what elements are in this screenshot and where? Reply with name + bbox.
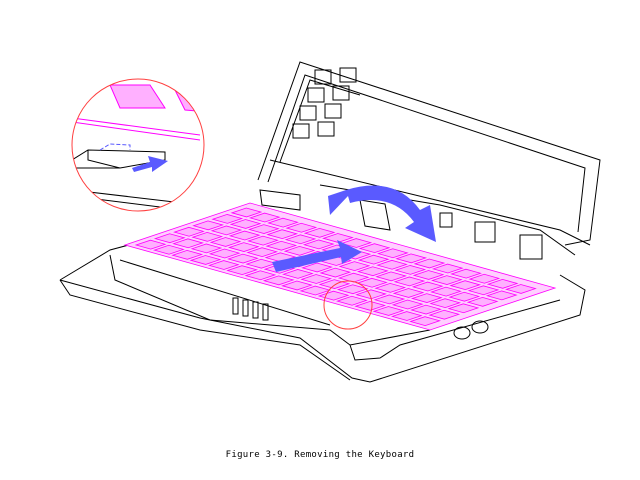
key xyxy=(173,226,205,237)
key xyxy=(227,242,260,252)
key xyxy=(448,291,481,302)
key xyxy=(449,280,482,291)
key xyxy=(410,304,442,315)
key xyxy=(248,212,281,223)
key xyxy=(244,270,277,281)
key xyxy=(209,237,242,247)
key xyxy=(228,230,261,241)
key xyxy=(393,276,426,287)
key xyxy=(374,282,407,293)
key xyxy=(210,225,243,236)
vent-slots xyxy=(232,297,269,321)
key xyxy=(229,219,262,229)
key xyxy=(376,259,408,270)
key xyxy=(171,249,204,260)
inset-arrow-icon xyxy=(132,156,168,172)
key xyxy=(262,275,295,286)
key xyxy=(282,269,314,279)
key xyxy=(431,263,464,274)
key xyxy=(430,286,462,297)
key xyxy=(207,260,240,270)
key xyxy=(358,243,391,254)
key xyxy=(322,233,354,243)
key xyxy=(189,255,222,265)
key xyxy=(357,254,390,265)
key xyxy=(190,243,223,254)
key xyxy=(211,214,244,224)
key xyxy=(411,281,444,292)
key xyxy=(191,231,224,242)
key xyxy=(486,278,519,289)
key xyxy=(265,240,298,251)
key xyxy=(247,235,279,246)
detail-inset xyxy=(71,78,205,212)
key xyxy=(505,284,537,294)
key xyxy=(299,285,332,296)
key xyxy=(281,280,313,291)
key xyxy=(412,270,445,280)
key xyxy=(394,265,427,275)
key xyxy=(413,258,446,269)
key xyxy=(226,265,258,276)
key xyxy=(429,298,462,309)
key xyxy=(264,252,297,263)
key xyxy=(340,238,373,248)
key xyxy=(428,309,461,320)
key xyxy=(355,289,387,300)
key xyxy=(172,238,204,249)
key xyxy=(317,290,350,301)
slide-arrow-icon xyxy=(272,240,362,272)
key xyxy=(302,239,335,250)
key xyxy=(410,293,443,303)
key xyxy=(466,296,499,307)
key xyxy=(303,227,336,238)
key xyxy=(153,233,186,244)
figure-caption: Figure 3-9. Removing the Keyboard xyxy=(225,450,415,460)
key xyxy=(391,299,424,310)
key xyxy=(285,222,318,233)
key xyxy=(409,316,441,327)
key xyxy=(230,207,263,218)
key xyxy=(395,253,428,264)
key xyxy=(336,284,369,295)
key xyxy=(447,303,480,314)
key xyxy=(468,273,501,284)
key xyxy=(356,266,389,277)
lid-squares xyxy=(292,67,357,139)
key xyxy=(208,248,241,259)
detail-callout-circle xyxy=(323,280,373,330)
key xyxy=(450,268,482,279)
key xyxy=(376,248,409,259)
key xyxy=(372,306,405,316)
key xyxy=(354,300,387,311)
display-lid xyxy=(257,61,601,246)
key xyxy=(485,290,518,301)
key xyxy=(192,220,224,231)
key xyxy=(248,224,280,234)
key xyxy=(283,245,316,256)
key xyxy=(373,294,406,305)
key xyxy=(267,217,299,228)
key xyxy=(246,247,279,258)
key xyxy=(467,285,500,296)
key xyxy=(284,234,317,245)
key xyxy=(300,274,333,284)
key xyxy=(301,262,333,273)
lift-arrow-icon xyxy=(328,185,436,242)
key xyxy=(153,244,185,255)
key xyxy=(266,229,299,240)
laptop-base xyxy=(59,184,586,383)
key xyxy=(336,295,368,306)
key xyxy=(338,261,371,271)
key xyxy=(319,267,352,278)
key xyxy=(134,239,167,250)
key xyxy=(227,253,259,264)
key xyxy=(431,275,463,285)
key xyxy=(392,288,425,298)
key xyxy=(375,271,407,282)
key xyxy=(390,311,423,321)
key xyxy=(356,277,388,288)
